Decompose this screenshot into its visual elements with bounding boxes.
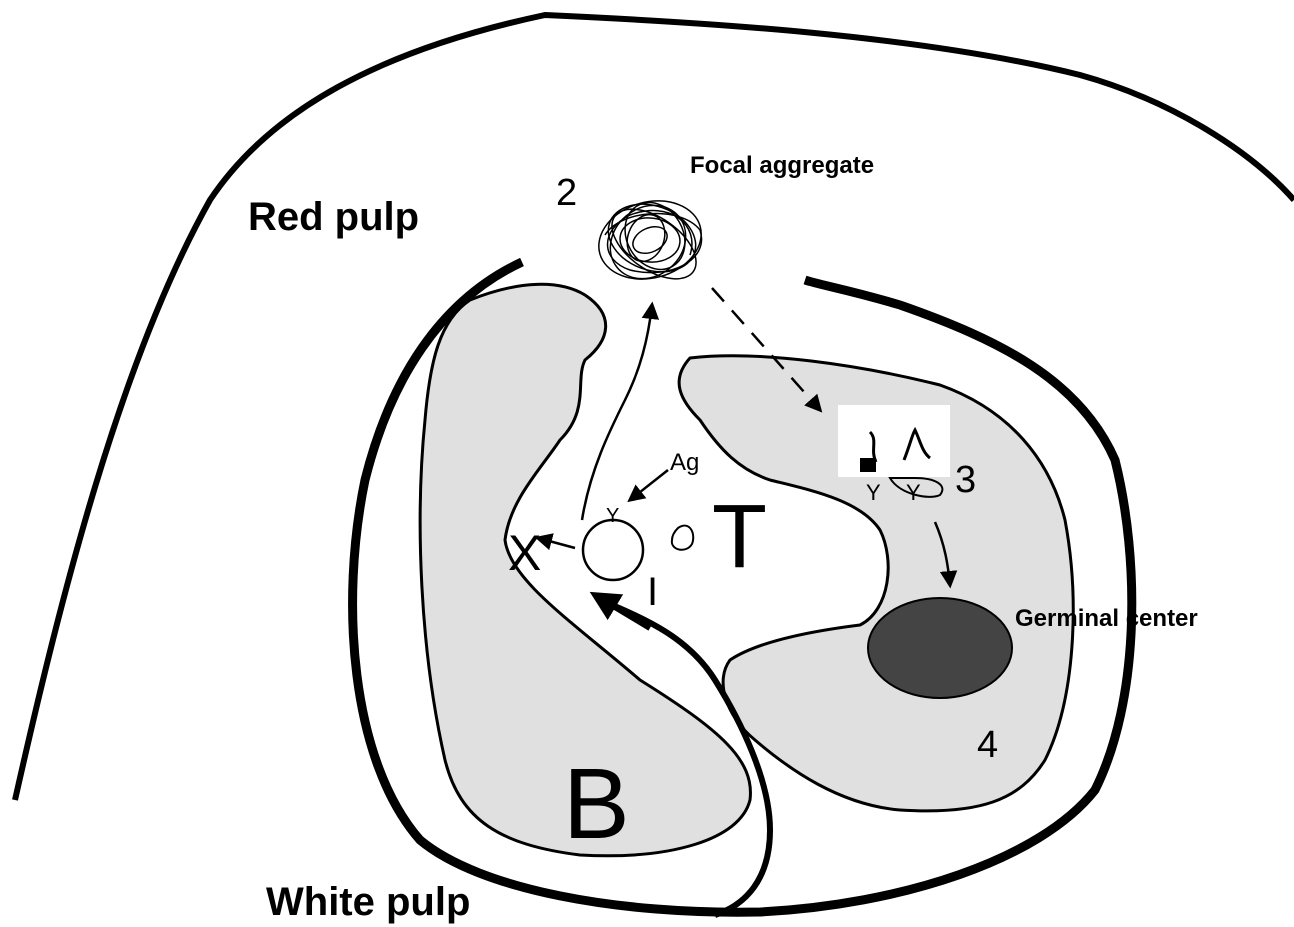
antigen-arrow: [630, 470, 668, 500]
antibody-y-2: Y: [906, 480, 921, 505]
antigen-label: Ag: [670, 449, 699, 476]
focal-aggregate-icon: [590, 190, 710, 294]
inner-channel-arrow: [600, 598, 650, 628]
germinal-center: [868, 598, 1012, 698]
red-pulp-boundary: [15, 15, 1294, 800]
germinal-center-label: Germinal center: [1015, 605, 1198, 632]
step-3: 3: [955, 459, 976, 501]
step-4: 4: [977, 724, 998, 766]
step-1: I: [647, 570, 658, 614]
small-cell-icon: [672, 526, 693, 550]
receptor-y: Y: [606, 505, 619, 527]
plasma-cluster-box: [838, 405, 950, 477]
white-pulp-label: White pulp: [266, 880, 470, 924]
antibody-y-1: Y: [866, 480, 881, 505]
red-pulp-label: Red pulp: [248, 195, 419, 239]
blocked-arrow: [538, 538, 575, 548]
blocked-mark: X: [508, 525, 541, 581]
step-2: 2: [556, 172, 577, 214]
b-zone-label: B: [563, 748, 630, 860]
t-zone-label: T: [712, 487, 767, 587]
focal-aggregate-label: Focal aggregate: [690, 152, 874, 179]
b-cell-circle: [583, 520, 643, 580]
